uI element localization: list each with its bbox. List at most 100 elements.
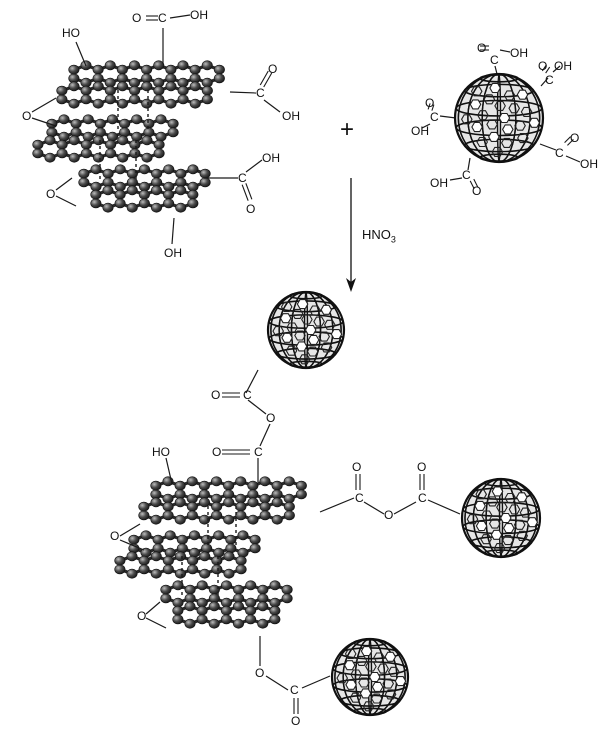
carbon-atom <box>232 618 244 629</box>
label-c-cooh2: C <box>256 86 265 100</box>
carbon-atom <box>249 534 261 545</box>
carbon-atom <box>259 510 271 521</box>
cage-hexagon <box>394 676 407 687</box>
carbon-atom <box>78 177 90 188</box>
carbon-atom <box>80 139 92 150</box>
cage-longitude <box>270 291 342 369</box>
carbon-atom <box>143 118 155 129</box>
cage-hexagon <box>486 119 498 130</box>
oh-bond <box>75 41 87 67</box>
carbon-atom <box>187 198 199 209</box>
cage-hexagon <box>469 99 482 110</box>
cage-hexagon <box>358 677 370 688</box>
cage-hexagon <box>498 112 511 124</box>
epoxide-bond <box>31 117 57 127</box>
carbon-atom <box>131 131 143 142</box>
label-oh-bottom: OH <box>164 246 182 260</box>
carbon-atom <box>164 547 176 558</box>
carbon-atom <box>114 164 126 175</box>
carbon-atom <box>105 148 117 159</box>
fc-bond <box>467 157 471 171</box>
carbon-atom <box>102 168 114 179</box>
carbon-atom <box>175 202 187 213</box>
carbon-atom <box>129 139 141 150</box>
carbon-atom <box>165 98 177 109</box>
cage-hexagon <box>295 341 308 352</box>
cage-hexagon <box>483 94 496 105</box>
carbon-atom <box>150 568 162 579</box>
carbon-atom <box>176 534 188 545</box>
carbon-atom <box>152 534 164 545</box>
carbon-atom <box>174 497 186 508</box>
carbon-atom <box>141 98 153 109</box>
fullerene-reactant <box>453 72 545 164</box>
cage-hexagon <box>515 492 528 503</box>
carbon-atom <box>128 60 140 71</box>
cage-hexagon <box>349 692 362 703</box>
carbon-atom <box>56 85 68 96</box>
label-fc-c1: C <box>490 53 499 67</box>
cage-hexagon <box>496 502 508 513</box>
epoxide-bond <box>145 601 161 615</box>
carbon-atom <box>184 584 196 595</box>
carbon-atom <box>68 152 80 163</box>
label-fc-oh1: OH <box>510 46 528 60</box>
label-fc-oh3: OH <box>411 124 429 138</box>
cage-hexagon <box>296 299 309 310</box>
carbon-atom <box>172 614 184 625</box>
carbon-atom <box>102 185 114 196</box>
cage-hexagon <box>330 329 343 340</box>
cage-hexagon <box>279 313 292 324</box>
carbon-atom <box>114 564 126 575</box>
carbon-atom <box>102 202 114 213</box>
carbon-atom <box>32 148 44 159</box>
carbon-atom <box>140 530 152 541</box>
cage-hexagon <box>373 652 385 663</box>
cage-hexagon <box>281 332 293 343</box>
carbon-atom <box>152 543 164 554</box>
carbon-atom <box>82 114 94 125</box>
cage-hexagon <box>480 510 493 521</box>
carbon-atom <box>129 148 141 159</box>
carbon-atom <box>119 127 131 138</box>
carbon-atom <box>208 618 220 629</box>
cage-hexagon <box>501 124 514 135</box>
carbon-atom <box>177 60 189 71</box>
carbon-atom <box>128 543 140 554</box>
functional-group-bonds <box>31 14 581 714</box>
cage-hexagon <box>285 345 298 356</box>
carbon-atom <box>245 614 257 625</box>
carbon-atom <box>114 189 126 200</box>
carbon-atom <box>247 514 259 525</box>
cage-hexagon <box>494 100 506 111</box>
carbon-atom <box>196 580 208 591</box>
label-ho-top: HO <box>62 26 80 40</box>
c-oh-bond <box>263 99 281 113</box>
carbon-atom <box>187 564 199 575</box>
reagent-formula: HNO <box>362 227 391 242</box>
carbon-atom <box>198 514 210 525</box>
o-c-bond <box>265 675 289 691</box>
carbon-atom <box>117 152 129 163</box>
carbon-atom <box>237 530 249 541</box>
carbon-atom <box>92 64 104 75</box>
c-o-bond <box>363 501 385 515</box>
carbon-atom <box>82 131 94 142</box>
carbon-atom <box>269 605 281 616</box>
carbon-atom <box>160 593 172 604</box>
carbon-atom <box>189 98 201 109</box>
carbon-atom <box>220 580 232 591</box>
carbon-atom <box>104 60 116 71</box>
label-fc-oh4: OH <box>580 157 598 171</box>
carbon-atom <box>126 568 138 579</box>
carbon-atom <box>177 85 189 96</box>
label-fc-oh5: OH <box>430 176 448 190</box>
epoxide-bond <box>31 97 57 113</box>
carbon-atom <box>126 202 138 213</box>
carbon-atom <box>201 85 213 96</box>
carbon-atom <box>155 131 167 142</box>
carbon-atom <box>141 81 153 92</box>
c-ring-bond <box>319 497 355 513</box>
carbon-atom <box>94 118 106 129</box>
